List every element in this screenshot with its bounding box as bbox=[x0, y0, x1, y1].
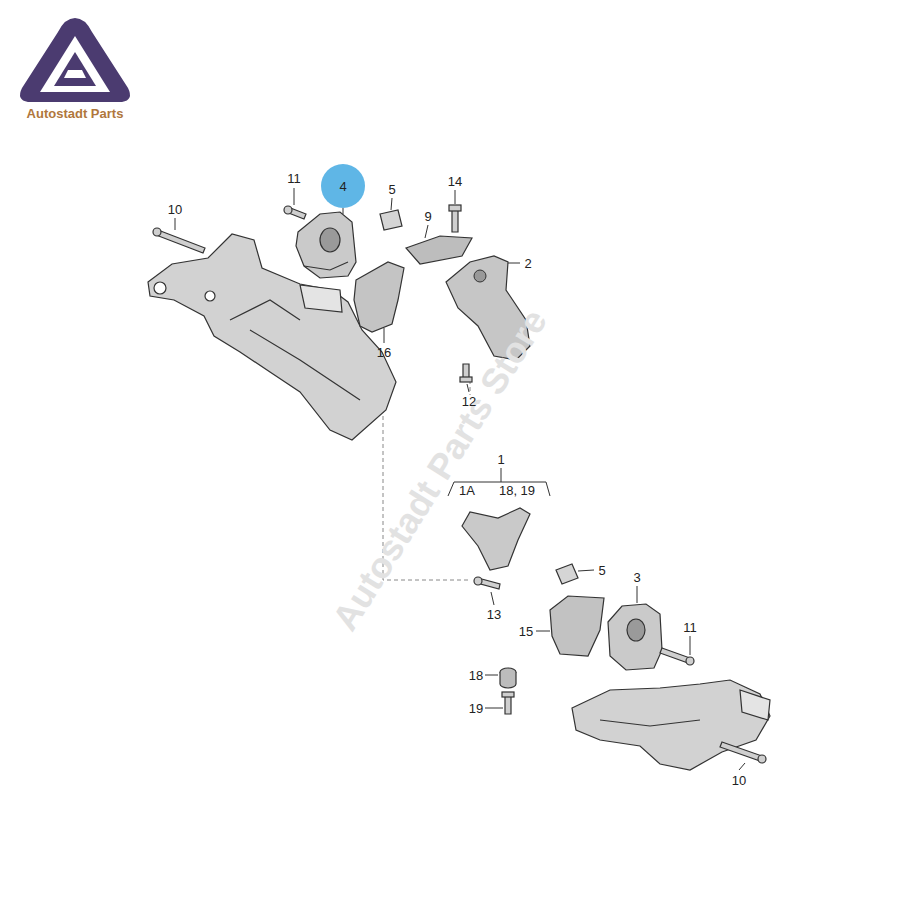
callout-number: 15 bbox=[519, 625, 533, 638]
callout-number: 4 bbox=[339, 180, 346, 193]
callout-number: 9 bbox=[424, 210, 431, 223]
callout-number: 5 bbox=[598, 564, 605, 577]
callout-number: 10 bbox=[168, 203, 182, 216]
callout-number: 11 bbox=[287, 172, 301, 185]
callout-number: 19 bbox=[469, 702, 483, 715]
callout-number: 18, 19 bbox=[499, 484, 535, 497]
callout-number: 5 bbox=[388, 183, 395, 196]
callout-number: 18 bbox=[469, 669, 483, 682]
callout-number: 11 bbox=[683, 621, 697, 634]
brand-name: Autostadt Parts bbox=[27, 107, 124, 120]
callout-number: 2 bbox=[524, 257, 531, 270]
callout-number: 1 bbox=[497, 453, 504, 466]
callout-number: 14 bbox=[448, 175, 462, 188]
callout-number: 16 bbox=[377, 346, 391, 359]
callout-number: 3 bbox=[633, 571, 640, 584]
callout-number: 13 bbox=[487, 608, 501, 621]
callout-number: 12 bbox=[462, 395, 476, 408]
callout-number: 10 bbox=[732, 774, 746, 787]
callout-number: 1A bbox=[459, 484, 475, 497]
